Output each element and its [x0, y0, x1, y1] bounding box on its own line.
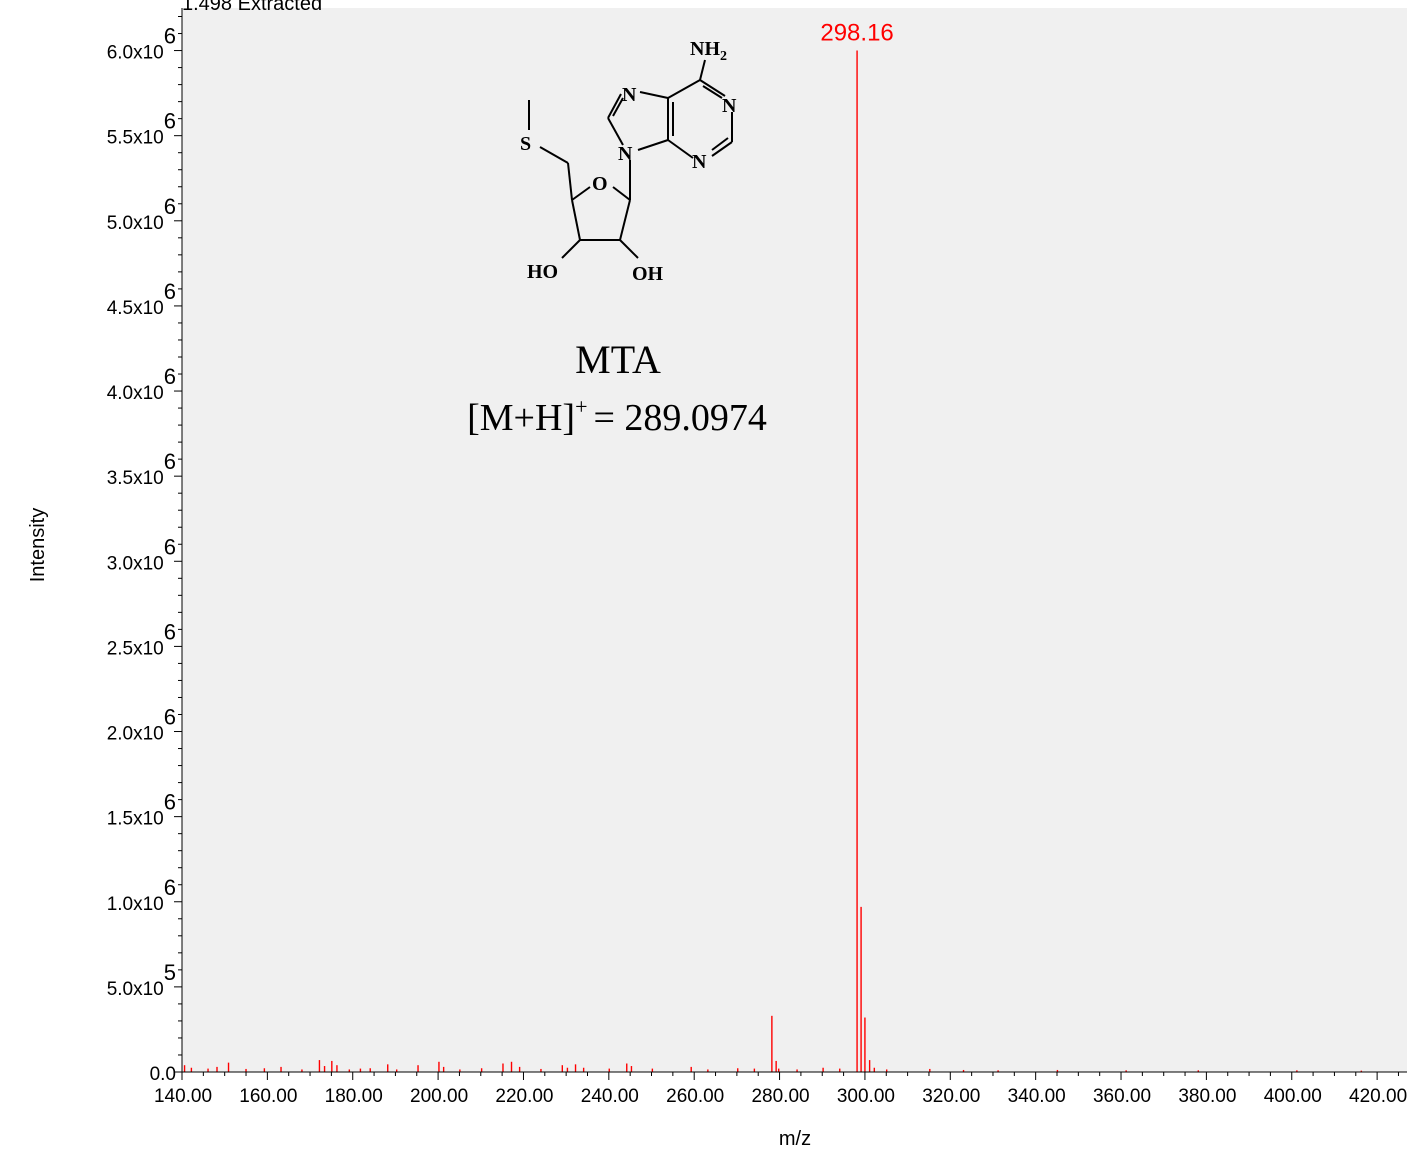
x-tick-label: 140.00	[154, 1086, 212, 1107]
x-tick-label: 300.00	[837, 1086, 895, 1107]
adduct-mass: [M+H]+= 289.0974	[467, 394, 767, 439]
molecule-bonds	[528, 59, 733, 259]
x-axis-title: m/z	[779, 1128, 811, 1150]
y-tick-label: 2.5x106	[107, 619, 176, 659]
x-tick-label: 400.00	[1264, 1086, 1322, 1107]
y-tick-label: 3.0x106	[107, 534, 176, 574]
x-tick-label: 220.00	[495, 1086, 553, 1107]
x-tick-label: 240.00	[581, 1086, 639, 1107]
x-tick-label: 360.00	[1093, 1086, 1151, 1107]
chart-title: 1.498 Extracted	[182, 0, 322, 15]
x-tick-label: 380.00	[1178, 1086, 1236, 1107]
y-tick-label: 1.5x106	[107, 790, 176, 830]
y-tick-label: 4.0x106	[107, 364, 176, 404]
x-tick-label: 260.00	[666, 1086, 724, 1107]
hydroxyl-right-label: OH	[632, 263, 664, 285]
peak-annotation-label: 298.16	[820, 20, 893, 47]
mta-structure-inset: NH2 N N N N S O HO OH MTA [M+H]+= 289.09…	[467, 38, 767, 439]
atom-n3: N	[692, 151, 707, 173]
y-tick-label: 1.0x106	[107, 875, 176, 915]
y-tick-label: 5.0x106	[107, 194, 176, 234]
x-tick-label: 420.00	[1349, 1086, 1407, 1107]
y-tick-label: 3.5x106	[107, 449, 176, 489]
y-axis-title: Intensity	[27, 508, 49, 582]
atom-sulfur: S	[520, 133, 531, 155]
atom-ring-oxygen: O	[592, 173, 608, 195]
atom-n9: N	[618, 143, 633, 165]
x-tick-label: 340.00	[1008, 1086, 1066, 1107]
y-axis-ticks: 0.0 5.0x105 1.0x106 1.5x106 2.0x106 2.5x106 3.…	[107, 16, 182, 1085]
hydroxyl-left-label: HO	[527, 261, 558, 283]
atom-n1: N	[722, 95, 737, 117]
atom-n7: N	[622, 84, 637, 106]
amine-label: NH2	[690, 38, 727, 64]
x-axis-ticks: 140.00 160.00 180.00 200.00 220.00 240.00 260.…	[154, 1072, 1407, 1107]
plot-area	[182, 8, 1407, 1072]
y-tick-label: 6.0x106	[107, 24, 176, 64]
y-tick-label: 5.0x105	[107, 960, 176, 1000]
y-tick-label: 0.0	[150, 1064, 176, 1085]
x-tick-label: 280.00	[751, 1086, 809, 1107]
x-tick-label: 320.00	[922, 1086, 980, 1107]
x-tick-label: 180.00	[325, 1086, 383, 1107]
peak-series	[183, 50, 1363, 1072]
y-tick-label: 2.0x106	[107, 705, 176, 745]
y-tick-label: 5.5x106	[107, 109, 176, 149]
y-tick-label: 4.5x106	[107, 279, 176, 319]
x-tick-label: 200.00	[410, 1086, 468, 1107]
x-tick-label: 160.00	[239, 1086, 297, 1107]
compound-name: MTA	[575, 337, 661, 382]
